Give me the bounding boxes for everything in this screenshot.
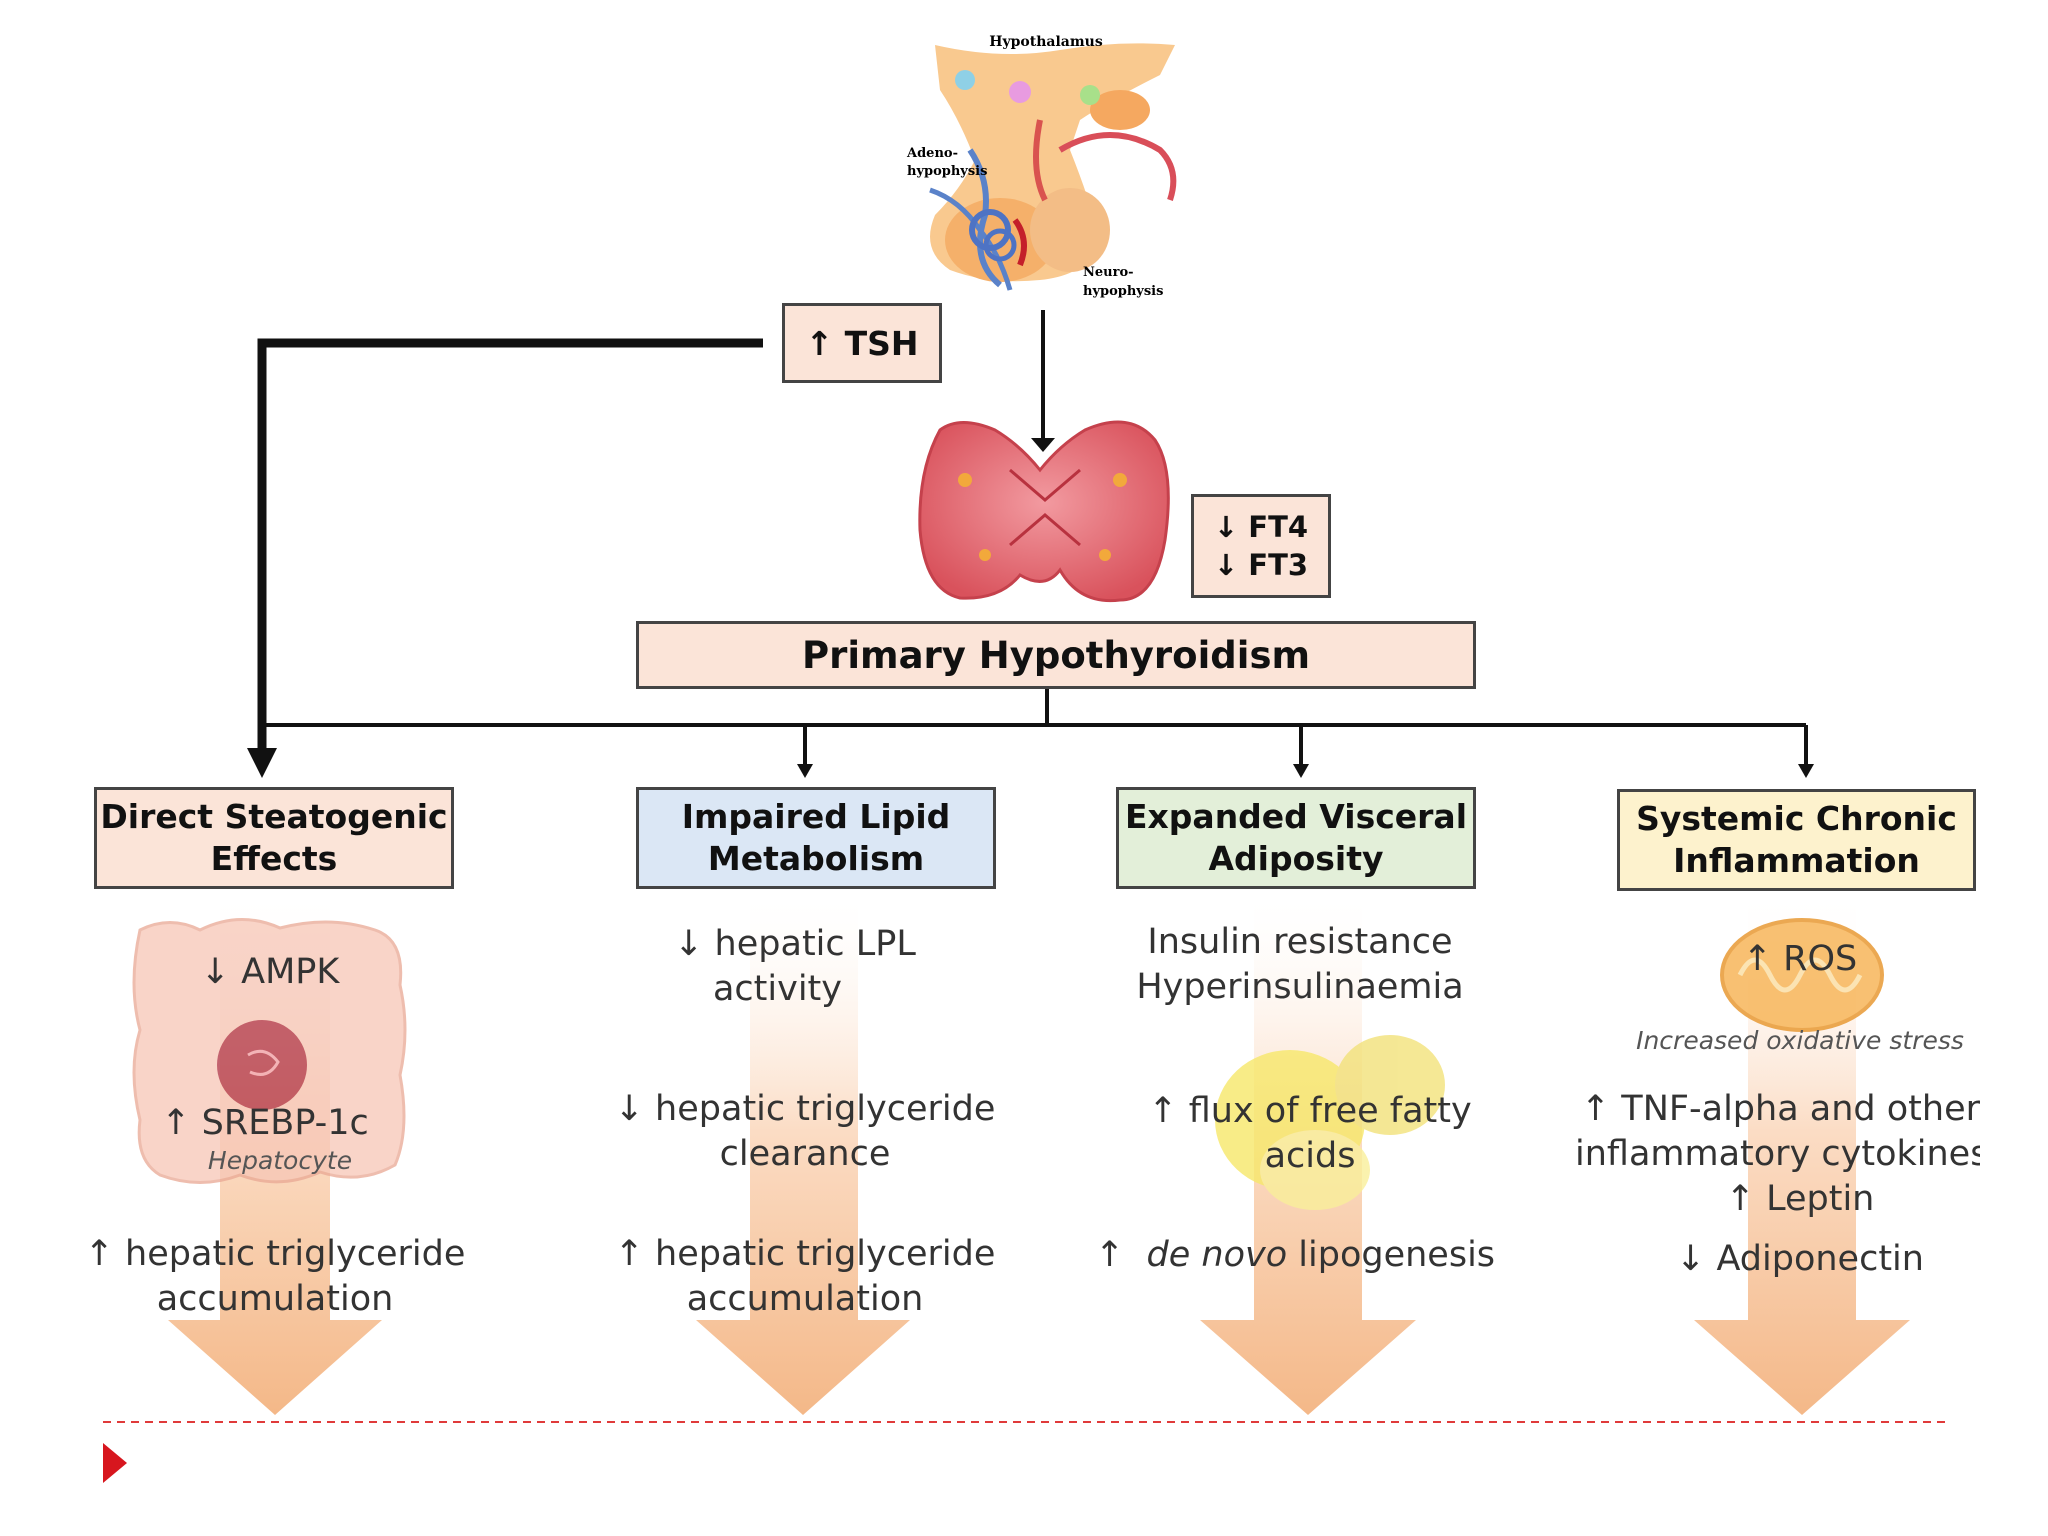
pituitary-illustration	[929, 43, 1177, 291]
ft3-label: ↓ FT3	[1213, 548, 1309, 582]
hepatocyte-illustration	[132, 918, 407, 1184]
col4-line-4: ↓ Adiponectin	[1676, 1239, 1924, 1279]
col3-c-line: ↑ de novo lipogenesis	[1080, 1233, 1510, 1278]
column-2-title-line-1: Impaired Lipid	[681, 797, 951, 836]
column-3-title-line-1: Expanded Visceral	[1124, 797, 1468, 836]
col3-b-line-2: acids	[1264, 1136, 1356, 1176]
adipocyte-illustration	[1215, 1035, 1445, 1210]
col2-c-line-2: accumulation	[686, 1279, 924, 1319]
col4-line-2: inflammatory cytokines	[1575, 1134, 1980, 1174]
col3-c-prefix: ↑	[1094, 1235, 1125, 1275]
col4-ros: ↑ ROS	[1742, 939, 1858, 979]
col3-a-line-2: Hyperinsulinaemia	[1136, 967, 1464, 1007]
col1-srebp: ↑ SREBP-1c	[161, 1103, 369, 1143]
column-1-title-line-1: Direct Steatogenic	[100, 797, 448, 836]
column-4-title-line-1: Systemic Chronic	[1636, 799, 1957, 838]
col1-bottom-line-2: accumulation	[156, 1279, 394, 1319]
col4-oxidative-caption: Increased oxidative stress	[1636, 1026, 1964, 1055]
column-2-title-line-2: Metabolism	[707, 839, 925, 878]
ft4-label: ↓ FT4	[1213, 510, 1309, 544]
column-3-header: Expanded Visceral Adiposity	[1116, 787, 1476, 889]
col3-a-line-1: Insulin resistance	[1147, 922, 1453, 962]
col1-ampk: ↓ AMPK	[200, 952, 340, 992]
connectors	[247, 310, 1814, 778]
col2-b-line-2: clearance	[719, 1134, 891, 1174]
col3-c-rest: lipogenesis	[1298, 1235, 1496, 1275]
big-arrow-col4	[1694, 900, 1910, 1415]
column-1-title-line-2: Effects	[210, 839, 338, 878]
adenohypophysis-label-1: Adeno-	[906, 146, 958, 161]
col1-hepatocyte-caption: Hepatocyte	[207, 1146, 353, 1175]
column-3-title-line-2: Adiposity	[1208, 839, 1384, 878]
col2-a-line-1: ↓ hepatic LPL	[674, 924, 916, 964]
col3-b-line-1: ↑ flux of free fatty	[1148, 1091, 1472, 1131]
hypothalamus-label: Hypothalamus	[989, 34, 1103, 50]
tsh-label: ↑ TSH	[805, 323, 919, 363]
adenohypophysis-label-2: hypophysis	[907, 164, 987, 179]
neurohypophysis-label-2: hypophysis	[1083, 284, 1163, 299]
col3-c-italic: de novo	[1146, 1235, 1288, 1275]
col4-line-1: ↑ TNF-alpha and other	[1580, 1089, 1980, 1129]
col2-a-line-2: activity	[712, 969, 842, 1009]
column-1-header: Direct Steatogenic Effects	[94, 787, 454, 889]
column-4-title-line-2: Inflammation	[1673, 841, 1920, 880]
column-4-header: Systemic Chronic Inflammation	[1617, 789, 1976, 891]
col4-line-3: ↑ Leptin	[1725, 1179, 1875, 1219]
neurohypophysis-label-1: Neuro-	[1083, 265, 1134, 280]
primary-hypothyroidism-box: Primary Hypothyroidism	[636, 621, 1476, 689]
thyroid-illustration	[918, 420, 1170, 603]
tsh-box: ↑ TSH	[782, 303, 942, 383]
column-2-header: Impaired Lipid Metabolism	[636, 787, 996, 889]
ft-box: ↓ FT4 ↓ FT3	[1191, 494, 1331, 598]
mitochondrion-illustration	[1720, 918, 1884, 1032]
col2-c-line-1: ↑ hepatic triglyceride	[614, 1234, 996, 1274]
primary-hypothyroidism-title: Primary Hypothyroidism	[801, 633, 1311, 677]
col1-bottom-line-1: ↑ hepatic triglyceride	[84, 1234, 466, 1274]
col2-b-line-1: ↓ hepatic triglyceride	[614, 1089, 996, 1129]
slide-bullet-marker	[103, 1443, 127, 1483]
big-arrow-col2	[696, 900, 910, 1415]
